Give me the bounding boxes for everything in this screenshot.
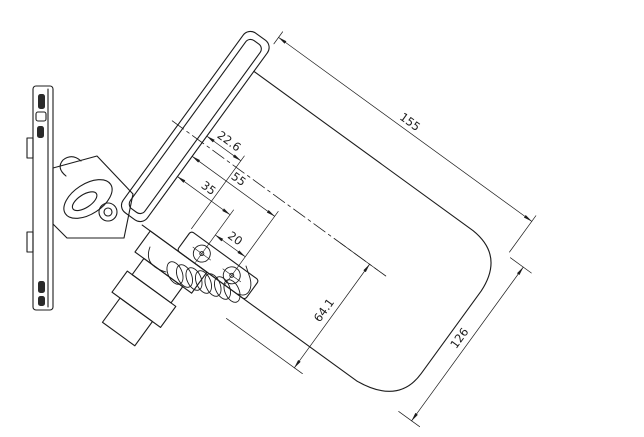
dim-line-axis-to-base <box>294 263 370 369</box>
ext-line <box>398 411 421 428</box>
ext-line <box>340 242 379 271</box>
ext-line <box>509 215 537 253</box>
ext-line <box>509 257 532 274</box>
mounting-screw-front <box>192 244 212 263</box>
dim-line-front-screw <box>177 176 231 216</box>
pivot-bolt-outer <box>98 202 118 222</box>
dimension-label-126: 126 <box>447 325 471 351</box>
knuckle-stack <box>101 230 208 347</box>
wall-mounting-plate <box>26 85 54 311</box>
dimension-label-35: 35 <box>199 178 219 198</box>
dimension-label-22-6: 22.6 <box>215 128 244 154</box>
ext-line <box>237 211 279 267</box>
dimension-group: 155 126 22.6 55 35 <box>153 31 537 428</box>
clamp-stem <box>101 297 154 347</box>
dim-line-head-height <box>411 266 524 422</box>
arm-outline <box>52 155 134 239</box>
plate-keyhole <box>35 111 47 122</box>
ext-line <box>226 318 303 375</box>
ext-line <box>273 31 284 45</box>
head-body <box>141 70 492 392</box>
dim-line-head-length <box>278 37 533 222</box>
mounting-screw-rear <box>222 266 241 285</box>
front-bezel-inner <box>128 38 262 215</box>
lever-slot <box>71 191 98 212</box>
mounting-pad <box>177 231 259 300</box>
front-bezel <box>120 30 270 223</box>
ext-line <box>153 130 211 210</box>
dimension-label-155: 155 <box>397 110 423 134</box>
plate-screw-slots <box>37 94 45 306</box>
lock-lever <box>63 179 113 219</box>
dimension-label-55: 55 <box>229 169 249 189</box>
pivot-bolt-inner <box>103 207 113 217</box>
plate-tab-lower <box>26 231 34 253</box>
lamp-head-assembly: 155 126 22.6 55 35 <box>101 30 537 428</box>
lever-tab <box>59 156 82 177</box>
cable-lead-out <box>237 265 252 296</box>
coiled-cable <box>147 246 252 303</box>
swivel-arm <box>52 155 134 239</box>
dim-line-rear-screw <box>191 155 276 217</box>
plate-tab-upper <box>26 137 34 159</box>
dim-line-screw-spacing <box>214 234 246 258</box>
dimension-label-64-1: 64.1 <box>311 296 337 325</box>
dimension-label-20: 20 <box>225 228 245 248</box>
